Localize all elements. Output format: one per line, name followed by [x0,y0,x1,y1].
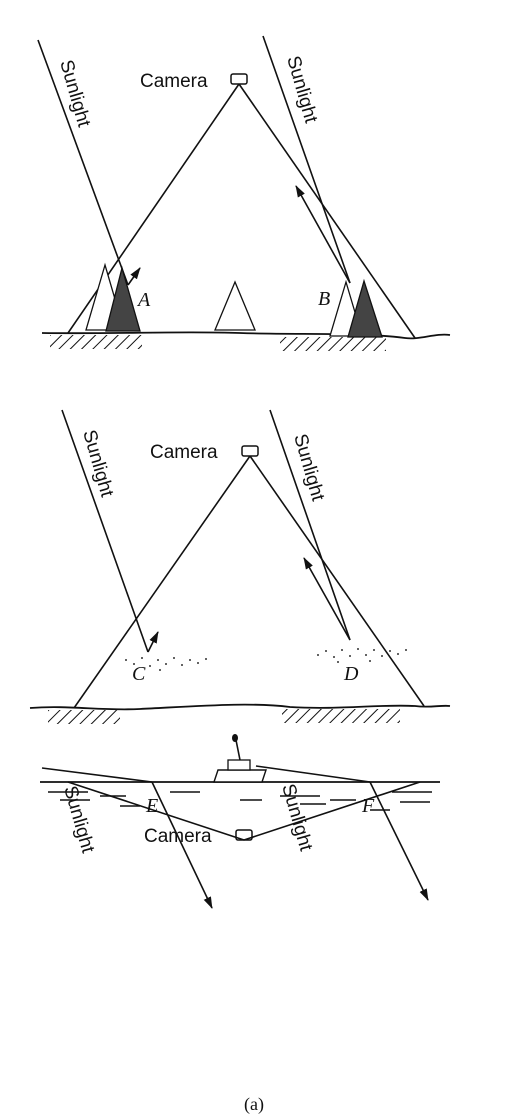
sunlight-ray-right [262,35,351,284]
sunlight-label-left-2: Sunlight [78,428,117,500]
panel-water: Camera Sunlight Sunlight E F [40,734,440,909]
figure-caption: (a) [244,1094,264,1115]
tree-b [329,278,383,338]
sunlight-label-left-3: Sunlight [59,784,98,856]
panel-haze: Camera Sunlight Sunlight C D [29,409,451,724]
ground-hatch-right-2 [282,709,400,723]
sunlight-ray-left-3 [41,767,153,783]
point-label-c: C [132,663,146,685]
point-label-a: A [136,289,151,311]
sunlight-label-right: Sunlight [282,54,321,126]
point-label-f: F [361,795,375,817]
reflection-arrow-e [151,781,213,909]
reflection-arrow-b [295,185,351,284]
tree-a [85,262,141,332]
ground-hatch-left-2 [48,710,120,724]
point-label-b: B [318,288,330,310]
camera-label: Camera [140,71,208,92]
camera-label-2: Camera [150,442,218,463]
water-waves [48,791,432,811]
ground-line-2 [29,703,451,711]
haze-particles-c [125,657,207,671]
camera-view-line-right-3 [243,781,421,841]
sunlight-ray-left-2 [61,409,149,653]
sunlight-label-right-2: Sunlight [289,432,328,504]
tree-middle [214,280,256,331]
haze-particles-d [317,648,407,663]
camera-icon-2 [241,445,259,457]
ground-hatch-right [280,337,386,351]
reflection-arrow-a [127,267,141,286]
camera-view-line-left-3 [67,781,245,841]
point-label-e: E [145,795,158,817]
sunlight-ray-left [37,39,129,286]
sunlight-ray-right-2 [269,409,351,641]
camera-view-line-left-2 [73,455,251,709]
camera-view-line-right [238,83,416,339]
ground-line [41,331,451,340]
reflection-arrow-f [369,781,429,901]
boat-icon [213,734,267,783]
point-label-d: D [343,663,359,685]
reflection-arrow-c [147,631,159,653]
sunlight-label-left: Sunlight [55,58,94,130]
ground-hatch-left [50,335,142,349]
camera-icon [230,73,248,85]
camera-view-line-left [67,83,240,334]
camera-view-line-right-2 [249,455,425,707]
panel-forest: Camera Sunlight Sunlight A B [37,35,451,351]
sunlight-ray-right-3 [255,765,371,783]
reflection-arrow-d [303,557,351,641]
